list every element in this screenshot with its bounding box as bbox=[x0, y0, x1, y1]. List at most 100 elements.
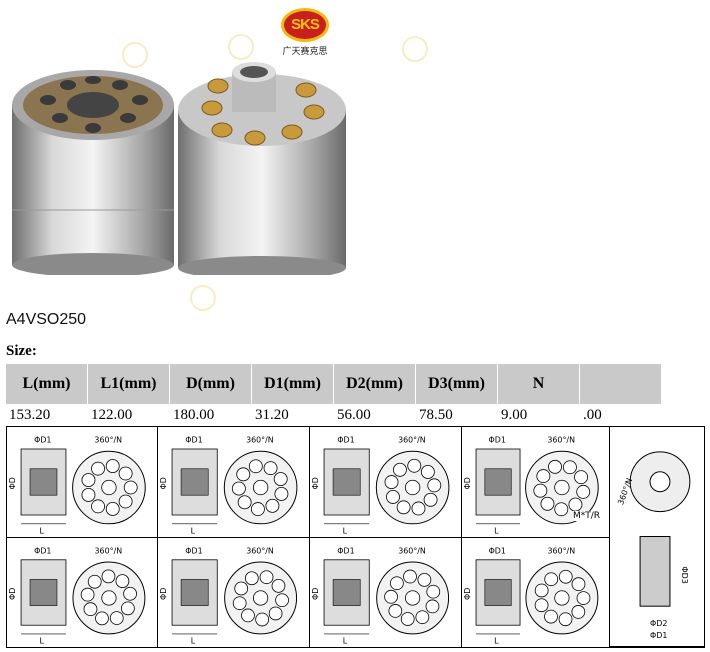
label-angle: 360°/N bbox=[548, 546, 576, 555]
bore-hole bbox=[576, 591, 591, 605]
bore-hole bbox=[118, 494, 133, 509]
label-l: L bbox=[494, 637, 499, 646]
dimension-drawing: L ΦD 360°/N ΦD1 bbox=[159, 546, 298, 646]
bore-hole bbox=[536, 469, 551, 484]
dimension-drawing: L ΦD 360°/N ΦD1 bbox=[463, 435, 599, 536]
dimension-drawing: L ΦD 360°/N ΦD1 bbox=[311, 435, 450, 536]
bore-hole bbox=[558, 569, 573, 584]
bore-hole bbox=[427, 478, 442, 493]
bore-hole bbox=[533, 483, 548, 498]
table-header-row: L(mm) L1(mm) D(mm) D1(mm) D2(mm) D3(mm) … bbox=[6, 364, 661, 404]
diagram-cell: L ΦD 360°/N ΦD1 bbox=[158, 538, 310, 648]
bore-hole bbox=[105, 459, 120, 473]
bore-hole bbox=[123, 480, 138, 495]
bore-hole bbox=[386, 489, 400, 504]
bore-hole bbox=[534, 598, 549, 613]
label-d: ΦD bbox=[463, 588, 472, 600]
diagram-cell: L ΦD 360°/N ΦD1 bbox=[310, 427, 462, 538]
bore-hole bbox=[534, 583, 549, 598]
bore-hole bbox=[101, 569, 116, 584]
diagram-cell: L ΦD 360°/N ΦD1 bbox=[462, 538, 610, 648]
label-angle: 360°/N bbox=[547, 435, 575, 444]
col-header: N bbox=[498, 364, 579, 404]
bore-hole bbox=[425, 599, 440, 614]
label-l: L bbox=[40, 637, 45, 646]
bore-hole bbox=[87, 574, 102, 589]
bore-hole bbox=[234, 581, 249, 596]
bore-hole bbox=[231, 481, 246, 496]
dimension-drawing: L ΦD 360°/N ΦD1 bbox=[8, 546, 146, 646]
bore-hole bbox=[562, 460, 577, 475]
bore-hole bbox=[388, 604, 403, 618]
label-l: L bbox=[191, 527, 196, 536]
bore-hole bbox=[554, 502, 569, 517]
bore-hole bbox=[576, 484, 591, 499]
col-header: D(mm) bbox=[170, 364, 251, 404]
bore-hole bbox=[123, 586, 137, 601]
dimension-drawing: L ΦD 360°/N ΦD1 bbox=[463, 546, 599, 646]
label-l: L bbox=[494, 527, 499, 536]
col-header: L1(mm) bbox=[88, 364, 169, 404]
bore-hole bbox=[232, 596, 247, 611]
col-header: D3(mm) bbox=[416, 364, 497, 404]
logo-mark: SKS bbox=[281, 8, 329, 42]
cylinder-block-right bbox=[178, 62, 346, 275]
svg-text:ΦD1: ΦD1 bbox=[650, 631, 667, 640]
bore-hole bbox=[265, 498, 280, 513]
cell-value: 122.00 bbox=[91, 406, 133, 423]
product-photo bbox=[12, 62, 346, 275]
bore-hole bbox=[540, 496, 555, 511]
label-l: L bbox=[343, 527, 348, 536]
bore-hole bbox=[80, 587, 95, 602]
label-d1: ΦD1 bbox=[185, 435, 202, 444]
watermark-icon bbox=[228, 34, 254, 60]
label-l: L bbox=[40, 527, 45, 536]
dimension-diagrams: M*T/R L ΦD 360°/N ΦD1 L ΦD 360°/N ΦD1 L … bbox=[6, 426, 705, 648]
bore-hole bbox=[109, 611, 124, 625]
label-d: ΦD bbox=[311, 588, 320, 600]
product-model: A4VSO250 bbox=[6, 311, 87, 328]
bore-hole bbox=[568, 497, 583, 512]
table-row: 153.20 122.00 180.00 31.20 56.00 78.50 9… bbox=[6, 404, 661, 424]
col-header bbox=[580, 364, 661, 404]
label-thread-spec: M*T/R bbox=[573, 511, 601, 521]
diagram-cell: L ΦD 360°/N ΦD1 bbox=[7, 427, 158, 538]
bore-hole bbox=[544, 609, 558, 624]
bore-hole bbox=[400, 612, 415, 626]
diagram-cell: L ΦD 360°/N ΦD1 bbox=[158, 427, 310, 538]
size-heading: Size: bbox=[6, 343, 37, 359]
bore-hole bbox=[544, 572, 559, 587]
diagram-cell: L ΦD 360°/N ΦD1 bbox=[462, 427, 610, 538]
bore-hole bbox=[571, 577, 586, 592]
bore-hole bbox=[403, 569, 417, 584]
label-d: ΦD bbox=[463, 477, 472, 489]
label-angle: 360°/N bbox=[398, 546, 426, 555]
bore-hole bbox=[91, 499, 105, 514]
label-d: ΦD bbox=[8, 588, 17, 600]
label-d1: ΦD1 bbox=[185, 546, 202, 555]
bore-hole bbox=[259, 570, 274, 585]
bore-hole bbox=[91, 461, 105, 476]
col-header: D1(mm) bbox=[252, 364, 333, 404]
bore-hole bbox=[263, 461, 278, 476]
bore-hole bbox=[548, 459, 562, 474]
label-d1: ΦD1 bbox=[34, 435, 51, 444]
bore-hole bbox=[426, 584, 441, 599]
col-header: D2(mm) bbox=[334, 364, 415, 404]
cell-value: 78.50 bbox=[419, 406, 453, 423]
cell-value: 56.00 bbox=[337, 406, 371, 423]
label-d1: ΦD1 bbox=[489, 435, 506, 444]
watermark-icon bbox=[122, 42, 148, 68]
label-d: ΦD bbox=[159, 588, 168, 600]
label-l: L bbox=[191, 637, 196, 646]
bore-hole bbox=[574, 470, 588, 485]
bore-hole bbox=[81, 488, 96, 502]
bore-hole bbox=[571, 605, 586, 619]
bore-hole bbox=[275, 593, 289, 608]
bore-hole bbox=[271, 578, 286, 593]
bore-hole bbox=[274, 487, 289, 501]
label-d1: ΦD1 bbox=[337, 546, 354, 555]
bore-hole bbox=[415, 610, 430, 625]
